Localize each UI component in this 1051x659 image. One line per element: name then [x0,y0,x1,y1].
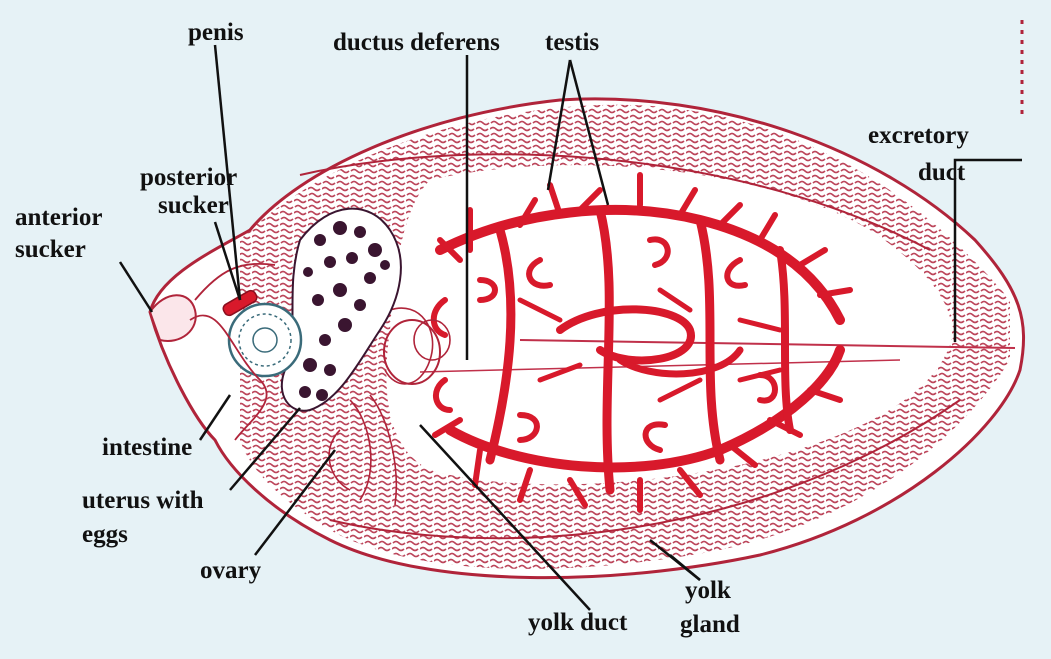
label-uterus-2: eggs [82,521,128,548]
label-posterior-sucker-1: posterior [140,164,237,191]
label-anterior-sucker-1: anterior [15,204,102,231]
posterior-sucker [229,304,301,376]
label-yolk-gland-1: yolk [685,577,731,604]
label-yolk-duct: yolk duct [528,609,628,636]
label-excretory-1: excretory [868,122,969,149]
label-testis: testis [545,29,599,56]
label-posterior-sucker-2: sucker [158,192,229,219]
label-uterus-1: uterus with [82,487,204,514]
label-excretory-2: duct [918,159,966,186]
label-ductus-deferens: ductus deferens [333,29,500,56]
label-penis: penis [188,19,244,46]
label-yolk-gland-2: gland [680,611,740,638]
label-ovary: ovary [200,557,262,584]
label-anterior-sucker-2: sucker [15,236,86,263]
label-intestine: intestine [102,434,192,461]
